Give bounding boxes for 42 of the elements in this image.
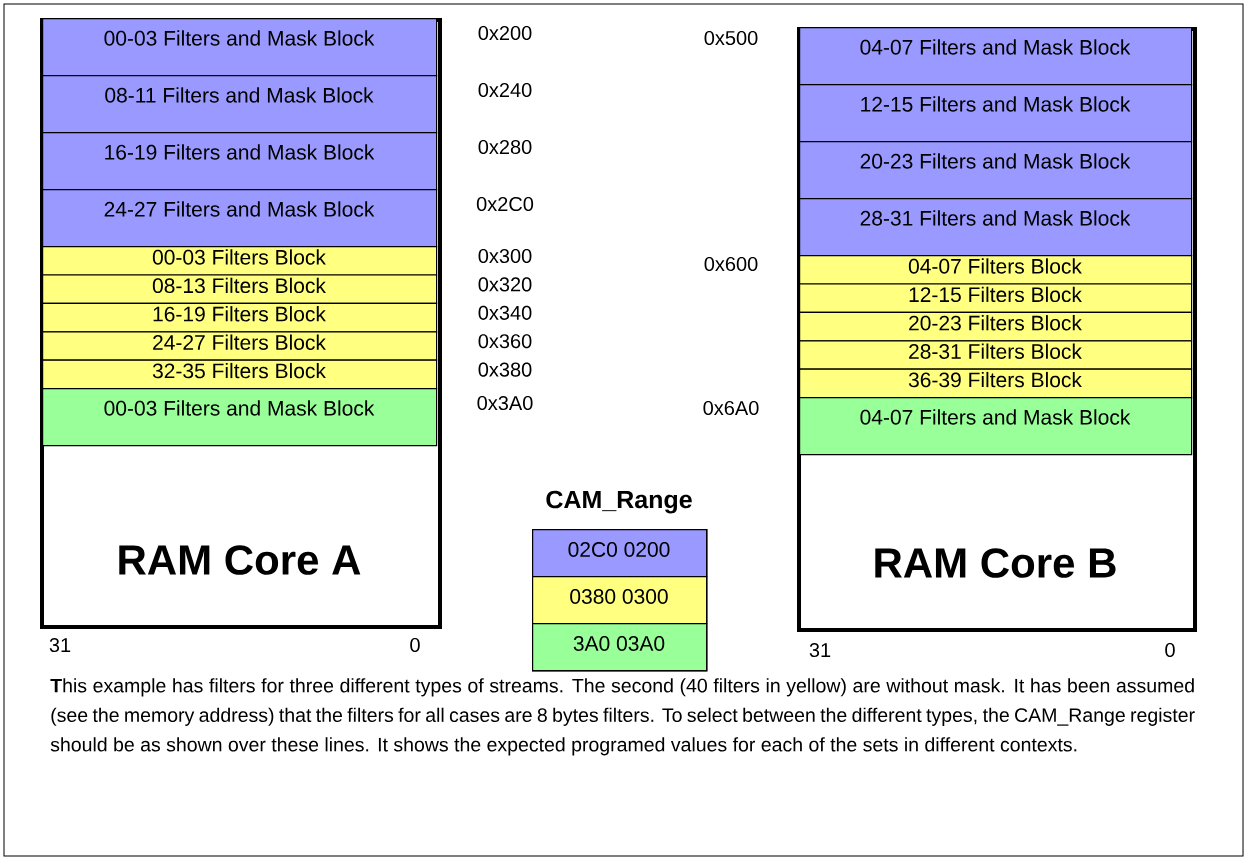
address-label: 0x6A0: [703, 400, 759, 416]
memory-block: 04-07 Filters and Mask Block: [799, 397, 1193, 456]
memory-block: 24-27 Filters Block: [42, 331, 438, 361]
caption-text: This example has filters for three different types of streams. The second (40 filters in yellow) are without mask. It has been assumed (see the memory address) that the filters for all cases are 8 bytes filters. To select between the different types, the CAM_Range register should be as shown over these lines. It shows the expected programed values for each of the sets in different contexts.: [50, 678, 1195, 756]
memory-block: 00-03 Filters and Mask Block: [42, 18, 438, 77]
memory-block: 16-19 Filters and Mask Block: [42, 132, 438, 191]
address-label: 0x300: [478, 248, 532, 264]
memory-block: 00-03 Filters and Mask Block: [42, 388, 438, 447]
address-label: 0x340: [478, 305, 532, 320]
address-label: 0x280: [478, 139, 532, 155]
address-label: 0x2C0: [476, 196, 534, 212]
bit-number: 31: [809, 642, 831, 658]
memory-block: 20-23 Filters and Mask Block: [799, 141, 1193, 200]
address-label: 0x360: [478, 334, 532, 349]
memory-block: 12-15 Filters Block: [799, 283, 1193, 313]
memory-block: 16-19 Filters Block: [42, 302, 438, 333]
memory-block: 28-31 Filters and Mask Block: [799, 198, 1193, 257]
register-cell: 02C0 0200: [532, 529, 708, 578]
address-label: 0x200: [478, 25, 532, 41]
address-label: 0x380: [478, 362, 532, 377]
address-label: 0x500: [704, 30, 758, 46]
bit-number: 31: [49, 637, 71, 653]
memory-block: 20-23 Filters Block: [799, 311, 1193, 342]
bit-number: 0: [410, 637, 420, 653]
memory-block: 00-03 Filters Block: [42, 246, 438, 276]
memory-block: 24-27 Filters and Mask Block: [42, 189, 438, 248]
memory-block: 08-13 Filters Block: [42, 274, 438, 304]
bit-number: 0: [1165, 642, 1175, 658]
register-cell: 3A0 03A0: [532, 623, 708, 672]
address-label: 0x320: [478, 277, 532, 292]
address-label: 0x240: [478, 82, 532, 98]
address-label: 0x3A0: [477, 395, 533, 411]
address-label: 0x600: [704, 256, 758, 272]
memory-block: 36-39 Filters Block: [799, 368, 1193, 399]
memory-block: 32-35 Filters Block: [42, 359, 438, 390]
memory-block: 04-07 Filters Block: [799, 255, 1193, 285]
memory-block: 28-31 Filters Block: [799, 340, 1193, 370]
memory-block: 12-15 Filters and Mask Block: [799, 84, 1193, 143]
node-label: CAM_Range: [546, 490, 692, 514]
register-cell: 0380 0300: [532, 576, 708, 625]
memory-block: 08-11 Filters and Mask Block: [42, 75, 438, 134]
memory-block: 04-07 Filters and Mask Block: [799, 27, 1193, 86]
